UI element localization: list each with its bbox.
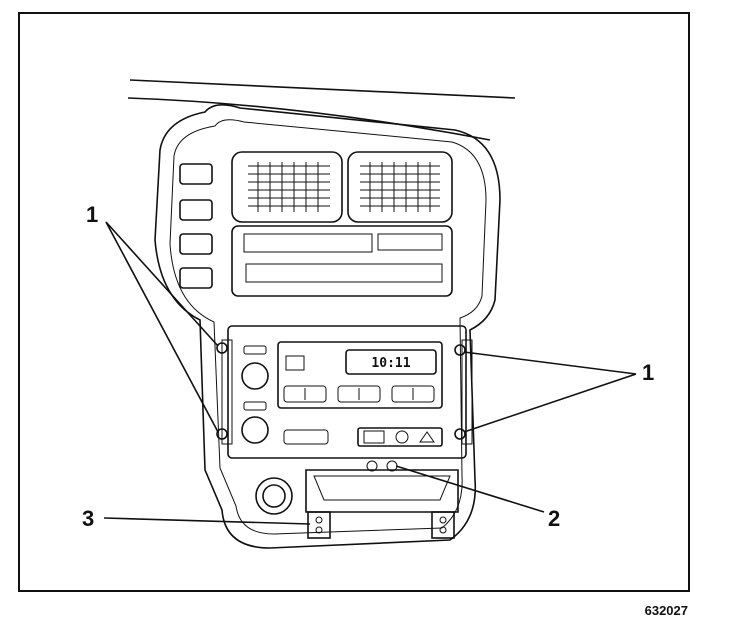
bracket-right-tab [431,511,455,539]
leader-1-lower-right [463,373,637,433]
screw-upper-left [216,342,228,354]
preset-pair-2[interactable] [337,385,381,403]
air-vents [231,151,453,223]
lower-console [255,460,459,539]
volume-knob[interactable] [241,362,269,390]
right-vent [347,151,453,223]
tune-knob[interactable] [241,416,269,444]
lighter-knob[interactable] [262,484,286,508]
display-text: 10:11 [371,356,410,371]
seek-button[interactable] [283,429,329,445]
leader-2 [395,465,545,513]
radio-unit: 10:11 [216,325,473,459]
tape-button[interactable] [363,430,385,444]
preset-pair-3[interactable] [391,385,435,403]
switch-2[interactable] [179,199,213,221]
callout-3: 3 [82,506,94,531]
console-outer-bezel [154,104,501,549]
switch-4[interactable] [179,267,213,289]
leader-1-upper-left [105,221,219,347]
dash-curve-line [127,97,491,141]
clip-left [366,460,378,472]
callout-1-right: 1 [642,360,654,385]
callout-1-left: 1 [86,202,98,227]
cassette-controls [357,427,443,447]
left-vent [231,151,343,223]
leader-1-upper-right [463,351,637,375]
right-bracket [461,339,473,445]
leader-1-lower-left [105,221,219,433]
switch-column [179,163,213,289]
leader-3 [103,517,311,525]
radio-faceplate [227,325,467,459]
screw-lower-left [216,428,228,440]
radio-display [345,349,437,375]
screw-upper-right [454,344,466,356]
band-button[interactable] [285,355,305,371]
bracket-left-tab [307,511,331,539]
figure-id: 632027 [644,603,688,618]
switch-1[interactable] [179,163,213,185]
leader-lines [103,221,637,525]
dash-top-line [129,79,516,99]
switch-3[interactable] [179,233,213,255]
preset-pair-1[interactable] [283,385,327,403]
screw-lower-right [454,428,466,440]
eject-button[interactable] [419,431,435,443]
diagram-frame [18,12,690,592]
callout-2: 2 [548,506,560,531]
info-panel [231,225,453,297]
lighter-outer [255,477,293,515]
rewind-button[interactable] [395,430,409,444]
left-bracket [221,339,233,445]
